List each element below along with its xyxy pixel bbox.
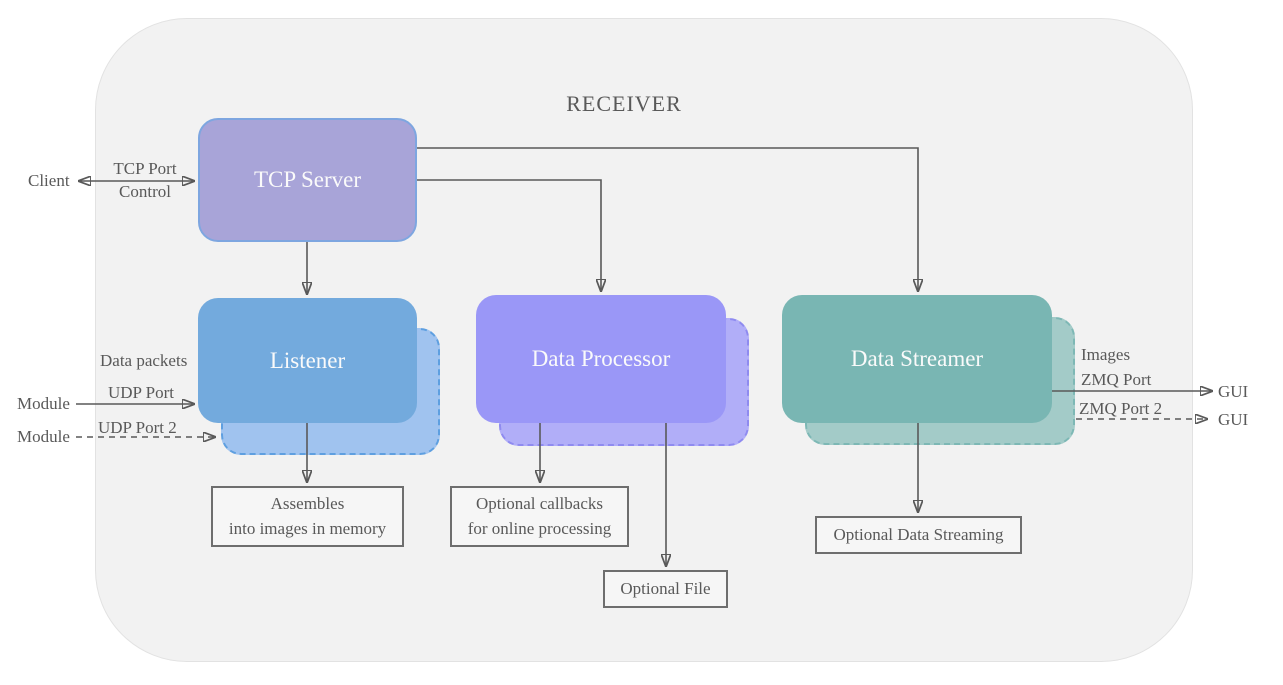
data-streamer-label: Data Streamer (850, 346, 984, 371)
module-label-2: Module (17, 427, 70, 446)
client-label: Client (28, 171, 70, 190)
assembles-note-line1: Assembles (270, 493, 345, 513)
data-packets-label: Data packets (100, 351, 188, 370)
udp-port-label: UDP Port (108, 383, 174, 402)
callbacks-note: Optional callbacks for online processing (450, 486, 629, 547)
optional-file-note: Optional File (603, 570, 728, 608)
control-label: Control (119, 182, 171, 201)
zmq-port-2-label: ZMQ Port 2 (1079, 399, 1163, 418)
tcp-server-node: TCP Server (198, 118, 417, 242)
optional-streaming-note: Optional Data Streaming (815, 516, 1022, 554)
gui-label-2: GUI (1218, 410, 1249, 429)
data-streamer-node: Data Streamer (782, 295, 1052, 423)
images-label: Images (1081, 345, 1131, 364)
assembles-note-line2: into images in memory (228, 518, 387, 538)
diagram-title: RECEIVER (566, 91, 682, 116)
module-label-1: Module (17, 394, 70, 413)
optional-streaming-label: Optional Data Streaming (833, 524, 1004, 544)
optional-file-label: Optional File (620, 578, 711, 598)
gui-label-1: GUI (1218, 382, 1249, 401)
tcp-port-label: TCP Port (113, 159, 177, 178)
callbacks-note-line1: Optional callbacks (476, 493, 603, 513)
tcp-server-label: TCP Server (253, 167, 362, 192)
callbacks-note-line2: for online processing (467, 518, 612, 538)
data-processor-label: Data Processor (531, 346, 671, 371)
data-processor-node: Data Processor (476, 295, 726, 423)
listener-node: Listener (198, 298, 417, 423)
listener-label: Listener (269, 347, 346, 373)
zmq-port-label: ZMQ Port (1081, 370, 1152, 389)
assembles-note: Assembles into images in memory (211, 486, 404, 547)
udp-port-2-label: UDP Port 2 (98, 418, 177, 437)
